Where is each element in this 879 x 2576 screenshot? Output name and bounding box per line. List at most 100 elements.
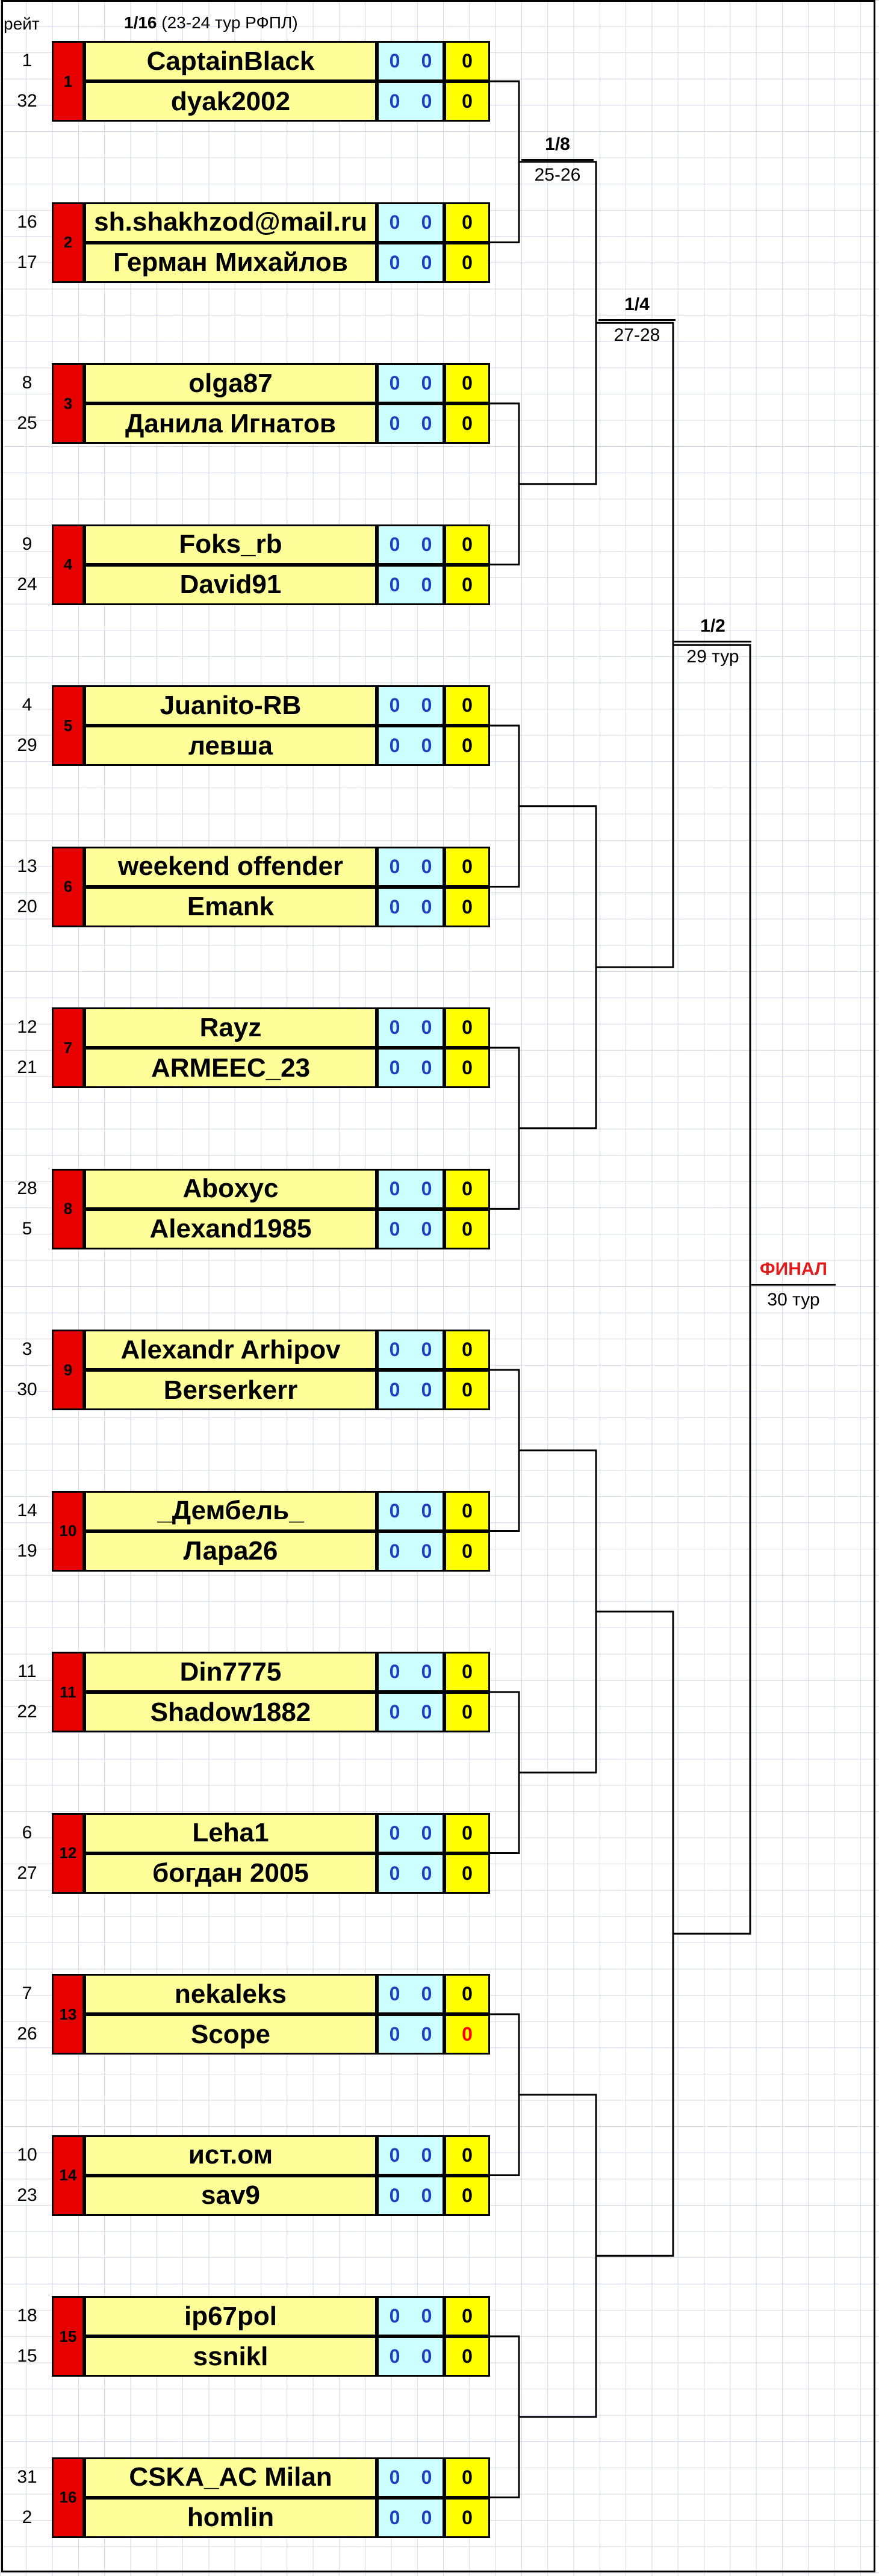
leg-score: 0	[421, 372, 432, 394]
player-name: nekaleks	[84, 1974, 377, 2014]
seed-rating: 5	[22, 1218, 33, 1239]
seed-rating: 20	[17, 896, 37, 916]
player-name: ист.ом	[84, 2135, 377, 2176]
seed-rating: 18	[17, 2306, 37, 2326]
leg-score: 0	[421, 251, 432, 273]
leg-score: 0	[389, 1661, 400, 1682]
total-score: 0	[444, 363, 490, 403]
match-number: 14	[52, 2135, 84, 2216]
seed-rating: 32	[17, 91, 37, 111]
player-name: Din7775	[84, 1652, 377, 1692]
leg-score: 0	[389, 1822, 400, 1844]
seed-rating: 16	[17, 211, 37, 232]
seed-rating: 7	[22, 1983, 33, 2003]
leg-score: 0	[421, 2305, 432, 2327]
round-header-sub: (23-24 тур РФПЛ)	[161, 13, 298, 32]
player-name: homlin	[84, 2497, 377, 2538]
seed-rating: 19	[17, 1540, 37, 1561]
leg-score: 0	[389, 1862, 400, 1884]
seed-rating: 24	[17, 574, 37, 594]
leg-score: 0	[421, 2466, 432, 2488]
leg-score: 0	[421, 1661, 432, 1682]
match-number: 1	[52, 41, 84, 122]
leg-score: 0	[389, 1177, 400, 1199]
leg-score: 0	[389, 735, 400, 756]
player-name: weekend offender	[84, 846, 377, 887]
leg-score: 0	[421, 1540, 432, 1562]
rating-header: рейт	[4, 14, 40, 33]
seed-rating: 12	[17, 1017, 37, 1037]
leg-score: 0	[421, 2144, 432, 2166]
leg-score: 0	[421, 895, 432, 918]
round-title: 1/2	[674, 612, 751, 642]
leg-score: 0	[389, 372, 400, 394]
round-tours: 29 тур	[686, 647, 739, 667]
round-title: ФИНАЛ	[751, 1255, 836, 1286]
player-name: sh.shakhzod@mail.ru	[84, 202, 377, 243]
round-title: 1/8	[521, 130, 594, 161]
bracket-connector	[519, 161, 597, 485]
match-number: 5	[52, 685, 84, 766]
player-name: Scope	[84, 2014, 377, 2055]
seed-rating: 13	[17, 856, 37, 876]
total-score: 0	[444, 1048, 490, 1088]
round-label-1-2: 1/2 29 тур	[674, 612, 751, 671]
total-score: 0	[444, 41, 490, 81]
seed-rating: 9	[22, 534, 33, 554]
leg-score: 0	[389, 855, 400, 877]
match-number: 16	[52, 2457, 84, 2538]
total-score: 0	[444, 564, 490, 605]
player-name: Aboxyc	[84, 1168, 377, 1209]
leg-score: 0	[421, 1016, 432, 1038]
leg-score: 0	[389, 412, 400, 434]
bracket-connector	[490, 724, 520, 888]
player-name: ip67pol	[84, 2296, 377, 2336]
round-tours: 25-26	[534, 165, 581, 185]
leg-score: 0	[389, 1016, 400, 1038]
leg-score: 0	[421, 2506, 432, 2528]
seed-rating: 8	[22, 373, 33, 393]
round-tours: 27-28	[613, 325, 660, 345]
bracket-connector	[673, 644, 751, 1935]
seed-rating: 4	[22, 695, 33, 715]
total-score: 0	[444, 524, 490, 565]
leg-score: 0	[421, 1057, 432, 1078]
bracket-connector	[490, 402, 520, 565]
leg-score: 0	[421, 855, 432, 877]
leg-score: 0	[421, 2023, 432, 2045]
total-score: 0	[444, 2336, 490, 2377]
total-score: 0	[444, 846, 490, 887]
leg-score: 0	[421, 1218, 432, 1240]
leg-score: 0	[389, 1339, 400, 1360]
player-name: David91	[84, 564, 377, 605]
player-name: Alexand1985	[84, 1209, 377, 1249]
player-name: Герман Михайлов	[84, 242, 377, 283]
bracket-connector	[490, 2013, 520, 2176]
leg-score: 0	[421, 1177, 432, 1199]
player-name: левша	[84, 726, 377, 766]
seed-rating: 21	[17, 1057, 37, 1077]
player-name: Juanito-RB	[84, 685, 377, 726]
total-score: 0	[444, 2457, 490, 2498]
leg-score: 0	[421, 1339, 432, 1360]
total-score: 0	[444, 1370, 490, 1410]
bracket-connector	[490, 80, 520, 243]
